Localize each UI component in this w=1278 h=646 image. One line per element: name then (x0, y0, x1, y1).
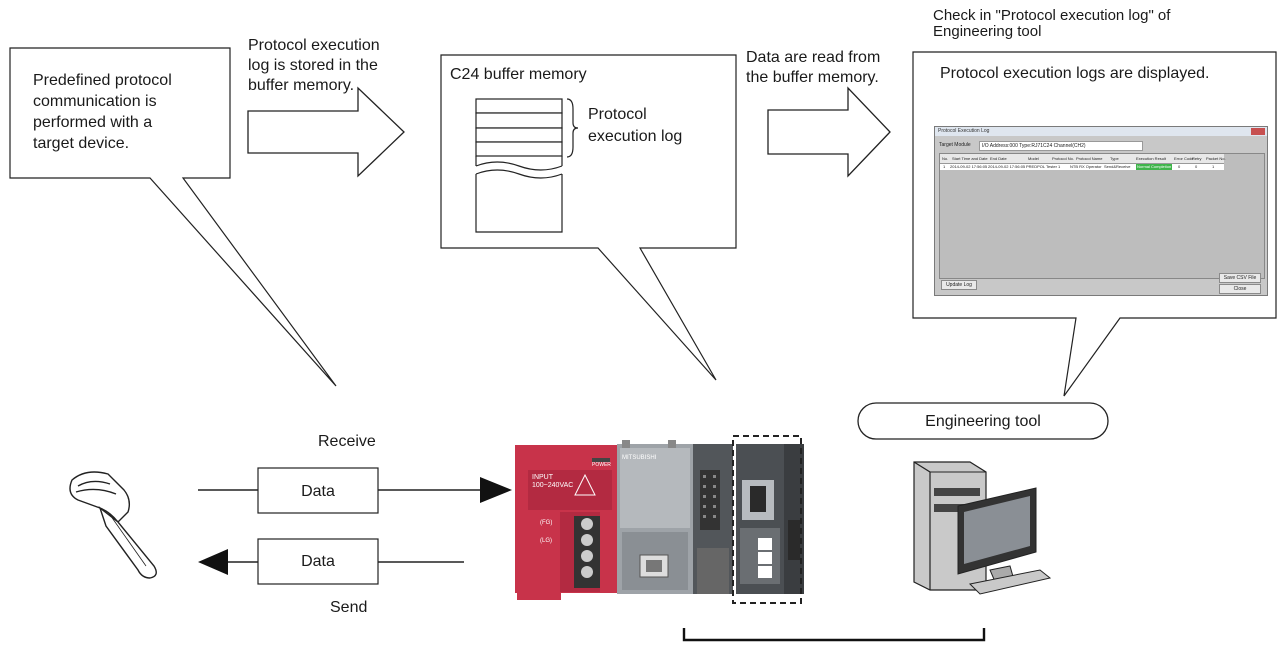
table-row[interactable]: 1 2014-09-02 17:56:05 2014-09-02 17:56:0… (940, 164, 1224, 170)
col-header: Type (1110, 156, 1119, 161)
log-table: No. Start Time and Date End Date Model P… (939, 153, 1265, 279)
cell: NTB RX Operator (1070, 164, 1102, 169)
plc-lg: (LG) (540, 538, 552, 544)
send-label: Send (330, 599, 368, 616)
close-button[interactable]: Close (1219, 284, 1261, 294)
cell: Send&Receive (1104, 164, 1131, 169)
arrow-to-tool (767, 86, 891, 178)
data-label-1: Data (301, 483, 335, 500)
protocol-log-dialog: Protocol Execution Log Target Module I/O… (934, 126, 1268, 296)
save-csv-button[interactable]: Save CSV File (1219, 273, 1261, 283)
col-header: Packet No. (1206, 156, 1226, 161)
right-callout-text: Protocol execution logs are displayed. (940, 65, 1210, 82)
cell: 0 (1178, 164, 1181, 169)
col-header: Protocol No. (1052, 156, 1075, 161)
plc-input: INPUT 100~240VAC (532, 474, 574, 489)
log-table-header: No. Start Time and Date End Date Model P… (940, 154, 1226, 164)
data-box-send (257, 538, 379, 585)
arrow2-caption: Data are read from the buffer memory. (746, 49, 881, 86)
buffer-memory-graphic (475, 98, 579, 233)
barcode-reader-icon (69, 471, 157, 579)
arrow1-caption: Protocol execution log is stored in the … (248, 37, 380, 94)
col-header: Retry (1192, 156, 1202, 161)
close-icon[interactable] (1251, 128, 1265, 135)
col-header: Start Time and Date (952, 156, 988, 161)
send-arrowhead (198, 549, 228, 575)
left-callout (9, 47, 337, 387)
update-log-button[interactable]: Update Log (941, 280, 977, 290)
col-header: Error Code (1174, 156, 1194, 161)
engineering-tool-pill (857, 402, 1109, 440)
plc-brand: MITSUBISHI (622, 455, 657, 461)
data-box-receive (257, 467, 379, 514)
connection-bracket (682, 628, 986, 642)
cell: 2014-09-02 17:56:05 (950, 164, 988, 169)
receive-arrowhead (480, 477, 512, 503)
col-header: No. (942, 156, 949, 161)
status-badge: Normal Completion (1136, 164, 1173, 170)
cell: 0 (1195, 164, 1198, 169)
arrow-to-buffer (247, 86, 405, 178)
plc-power: POWER (592, 462, 611, 468)
left-callout-text: Predefined protocol communication is per… (33, 72, 172, 152)
top-caption: Check in "Protocol execution log" of Eng… (933, 7, 1171, 40)
receive-label: Receive (318, 433, 376, 450)
cell: 1 (1212, 164, 1215, 169)
col-header: End Date (990, 156, 1007, 161)
buffer-log-label: Protocol execution log (588, 106, 683, 145)
cell: 2014-09-02 17:56:05 (988, 164, 1026, 169)
c24-highlight (732, 435, 802, 604)
plc-unit (515, 435, 804, 604)
target-module-label: Target Module (939, 142, 971, 148)
cell: 1 (943, 164, 946, 169)
dialog-title: Protocol Execution Log (935, 127, 1267, 136)
col-header: Model (1028, 156, 1039, 161)
col-header: Protocol Name (1076, 156, 1103, 161)
plc-fg: (FG) (540, 520, 553, 526)
col-header: Execution Result (1136, 156, 1167, 161)
cell: PREDPOL Tester (1026, 164, 1057, 169)
buffer-title: C24 buffer memory (450, 66, 587, 83)
computer-icon (913, 461, 1052, 595)
target-module-field: I/O Address:000 Type:RJ71C24 Channel(CH2… (979, 141, 1143, 151)
data-label-2: Data (301, 553, 335, 570)
cell: 1 (1058, 164, 1061, 169)
engineering-tool-label: Engineering tool (925, 413, 1041, 430)
